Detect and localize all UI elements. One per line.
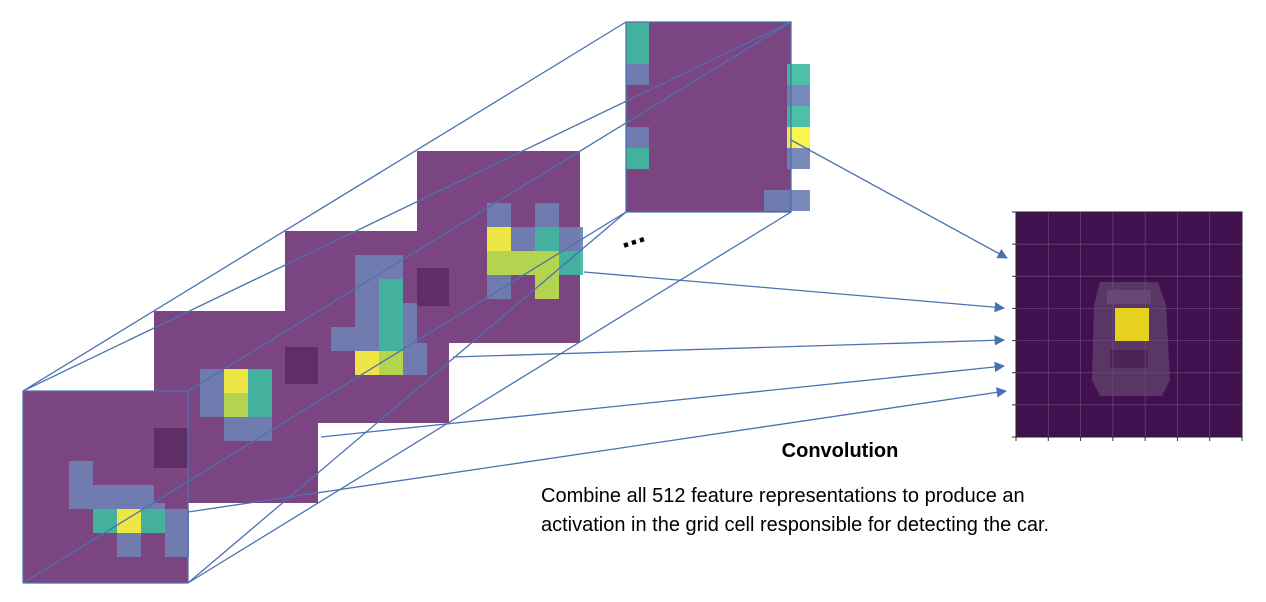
feature-cell [224, 417, 248, 441]
frame-line [187, 211, 792, 584]
feature-cell [224, 369, 248, 393]
feature-cell [487, 203, 511, 227]
output-grid [1012, 211, 1243, 441]
feature-cell [511, 251, 535, 275]
frame-line [22, 211, 627, 584]
feature-cell [626, 64, 649, 85]
feature-cell [69, 461, 93, 485]
feature-cell [626, 43, 649, 64]
frame-line [187, 211, 627, 584]
feature-cell [787, 106, 810, 127]
feature-cell [379, 327, 403, 351]
feature-cell [487, 251, 511, 275]
feature-cell [787, 85, 810, 106]
arrow [187, 387, 1008, 513]
output-border [1015, 211, 1243, 438]
ellipsis-more-maps: ... [615, 216, 649, 255]
caption-title: Convolution [781, 440, 899, 462]
feature-cell [787, 148, 810, 169]
caption-text: Combine all 512 feature representations … [541, 482, 1241, 540]
frame-line [22, 21, 792, 392]
feature-cell [535, 227, 559, 251]
overlap-band [154, 428, 188, 468]
feature-map-4 [417, 151, 583, 343]
feature-cell [559, 227, 583, 251]
caption-line-1: Combine all 512 feature representations … [541, 485, 1025, 507]
feature-cell [764, 190, 787, 211]
feature-cell [626, 127, 649, 148]
feature-cell [141, 509, 165, 533]
feature-cell [117, 485, 141, 509]
car-grille [1110, 350, 1148, 368]
feature-map-512 [626, 22, 810, 212]
last-map-border [625, 21, 792, 213]
frame-line [187, 21, 792, 392]
feature-cell [379, 303, 403, 327]
arrow [452, 335, 1006, 358]
feature-cell [93, 485, 117, 509]
feature-cell [787, 127, 810, 148]
feature-cell [248, 369, 272, 393]
feature-cell [626, 148, 649, 169]
overlap-band [417, 268, 449, 306]
feature-map-stack [23, 22, 810, 583]
feature-cell [355, 303, 379, 327]
feature-cell [69, 485, 93, 509]
feature-cell [379, 279, 403, 303]
feature-cell [355, 279, 379, 303]
feature-cell [224, 393, 248, 417]
feature-cell [331, 327, 355, 351]
combine-arrows [187, 139, 1008, 513]
feature-cell [93, 509, 117, 533]
feature-cell [200, 393, 224, 417]
feature-cell [355, 327, 379, 351]
feature-cell [403, 351, 427, 375]
feature-cell [559, 251, 583, 275]
feature-map-background [626, 22, 791, 212]
feature-cell [787, 64, 810, 85]
arrow [583, 271, 1006, 313]
feature-cell [535, 203, 559, 227]
feature-cell [117, 533, 141, 557]
feature-cell [626, 22, 649, 43]
caption-line-2: activation in the grid cell responsible … [541, 514, 1050, 536]
frame-line [22, 21, 627, 392]
feature-cell [487, 227, 511, 251]
feature-cell [355, 255, 379, 279]
activated-grid-cell [1115, 308, 1149, 341]
feature-cell [787, 190, 810, 211]
car-windshield [1107, 290, 1151, 304]
feature-cell [165, 509, 189, 533]
stack-frame [22, 21, 792, 584]
feature-cell [379, 351, 403, 375]
feature-cell [248, 393, 272, 417]
overlap-band [285, 347, 318, 384]
feature-cell [511, 227, 535, 251]
arrow [790, 139, 1008, 259]
arrow [320, 361, 1006, 438]
feature-cell [165, 533, 189, 557]
